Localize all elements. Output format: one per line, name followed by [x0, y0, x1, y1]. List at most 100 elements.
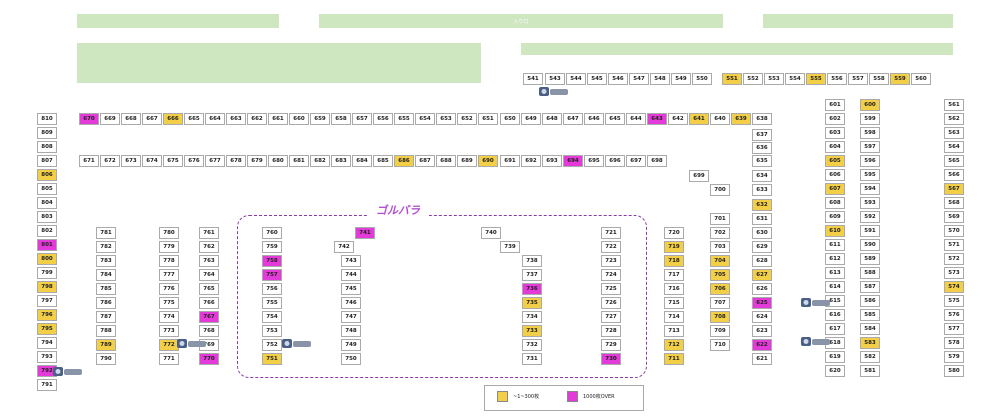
- store-cell-740[interactable]: 740: [481, 227, 501, 239]
- store-cell-798[interactable]: 798: [37, 281, 57, 293]
- store-cell-738[interactable]: 738: [522, 255, 542, 267]
- store-cell-697[interactable]: 697: [626, 155, 646, 167]
- store-cell-795[interactable]: 795: [37, 323, 57, 335]
- store-cell-699[interactable]: 699: [689, 170, 709, 182]
- store-cell-685[interactable]: 685: [373, 155, 393, 167]
- store-cell-585[interactable]: 585: [860, 309, 880, 321]
- store-cell-763[interactable]: 763: [199, 255, 219, 267]
- store-cell-810[interactable]: 810: [37, 113, 57, 125]
- store-cell-714[interactable]: 714: [664, 311, 684, 323]
- store-cell-597[interactable]: 597: [860, 141, 880, 153]
- store-cell-584[interactable]: 584: [860, 323, 880, 335]
- store-cell-677[interactable]: 677: [205, 155, 225, 167]
- store-cell-794[interactable]: 794: [37, 337, 57, 349]
- store-cell-608[interactable]: 608: [825, 197, 845, 209]
- store-cell-635[interactable]: 635: [752, 155, 772, 167]
- store-cell-796[interactable]: 796: [37, 309, 57, 321]
- store-cell-745[interactable]: 745: [341, 283, 361, 295]
- store-cell-801[interactable]: 801: [37, 239, 57, 251]
- store-cell-690[interactable]: 690: [478, 155, 498, 167]
- store-cell-559[interactable]: 559: [890, 73, 910, 85]
- store-cell-718[interactable]: 718: [664, 255, 684, 267]
- store-cell-753[interactable]: 753: [262, 325, 282, 337]
- store-cell-619[interactable]: 619: [825, 351, 845, 363]
- store-cell-735[interactable]: 735: [522, 297, 542, 309]
- store-cell-565[interactable]: 565: [944, 155, 964, 167]
- store-cell-570[interactable]: 570: [944, 225, 964, 237]
- store-cell-781[interactable]: 781: [96, 227, 116, 239]
- store-cell-568[interactable]: 568: [944, 197, 964, 209]
- store-cell-737[interactable]: 737: [522, 269, 542, 281]
- store-cell-747[interactable]: 747: [341, 311, 361, 323]
- store-cell-548[interactable]: 548: [650, 73, 670, 85]
- store-cell-577[interactable]: 577: [944, 323, 964, 335]
- store-cell-671[interactable]: 671: [79, 155, 99, 167]
- store-cell-758[interactable]: 758: [262, 255, 282, 267]
- store-cell-581[interactable]: 581: [860, 365, 880, 377]
- store-cell-633[interactable]: 633: [752, 184, 772, 196]
- store-cell-572[interactable]: 572: [944, 253, 964, 265]
- store-cell-637[interactable]: 637: [752, 129, 772, 141]
- store-cell-760[interactable]: 760: [262, 227, 282, 239]
- store-cell-726[interactable]: 726: [601, 297, 621, 309]
- store-cell-710[interactable]: 710: [710, 339, 730, 351]
- store-cell-732[interactable]: 732: [522, 339, 542, 351]
- camera-icon[interactable]: [800, 334, 832, 348]
- store-cell-717[interactable]: 717: [664, 269, 684, 281]
- store-cell-771[interactable]: 771: [159, 353, 179, 365]
- store-cell-578[interactable]: 578: [944, 337, 964, 349]
- store-cell-805[interactable]: 805: [37, 183, 57, 195]
- store-cell-545[interactable]: 545: [587, 73, 607, 85]
- store-cell-775[interactable]: 775: [159, 297, 179, 309]
- camera-icon[interactable]: [800, 295, 832, 309]
- store-cell-595[interactable]: 595: [860, 169, 880, 181]
- store-cell-764[interactable]: 764: [199, 269, 219, 281]
- store-cell-567[interactable]: 567: [944, 183, 964, 195]
- store-cell-617[interactable]: 617: [825, 323, 845, 335]
- store-cell-741[interactable]: 741: [355, 227, 375, 239]
- store-cell-551[interactable]: 551: [722, 73, 742, 85]
- store-cell-679[interactable]: 679: [247, 155, 267, 167]
- store-cell-594[interactable]: 594: [860, 183, 880, 195]
- store-cell-746[interactable]: 746: [341, 297, 361, 309]
- store-cell-645[interactable]: 645: [605, 113, 625, 125]
- store-cell-673[interactable]: 673: [121, 155, 141, 167]
- store-cell-694[interactable]: 694: [563, 155, 583, 167]
- camera-icon[interactable]: [281, 336, 313, 350]
- store-cell-628[interactable]: 628: [752, 255, 772, 267]
- store-cell-614[interactable]: 614: [825, 281, 845, 293]
- store-cell-785[interactable]: 785: [96, 283, 116, 295]
- store-cell-765[interactable]: 765: [199, 283, 219, 295]
- store-cell-600[interactable]: 600: [860, 99, 880, 111]
- store-cell-652[interactable]: 652: [457, 113, 477, 125]
- store-cell-582[interactable]: 582: [860, 351, 880, 363]
- store-cell-625[interactable]: 625: [752, 297, 772, 309]
- store-cell-544[interactable]: 544: [566, 73, 586, 85]
- store-cell-549[interactable]: 549: [671, 73, 691, 85]
- store-cell-620[interactable]: 620: [825, 365, 845, 377]
- store-cell-593[interactable]: 593: [860, 197, 880, 209]
- store-cell-684[interactable]: 684: [352, 155, 372, 167]
- store-cell-669[interactable]: 669: [100, 113, 120, 125]
- store-cell-728[interactable]: 728: [601, 325, 621, 337]
- store-cell-743[interactable]: 743: [341, 255, 361, 267]
- store-cell-705[interactable]: 705: [710, 269, 730, 281]
- store-cell-650[interactable]: 650: [500, 113, 520, 125]
- store-cell-665[interactable]: 665: [184, 113, 204, 125]
- store-cell-707[interactable]: 707: [710, 297, 730, 309]
- store-cell-579[interactable]: 579: [944, 351, 964, 363]
- store-cell-642[interactable]: 642: [668, 113, 688, 125]
- store-cell-800[interactable]: 800: [37, 253, 57, 265]
- store-cell-543[interactable]: 543: [545, 73, 565, 85]
- store-cell-711[interactable]: 711: [664, 353, 684, 365]
- store-cell-606[interactable]: 606: [825, 169, 845, 181]
- store-cell-674[interactable]: 674: [142, 155, 162, 167]
- store-cell-691[interactable]: 691: [500, 155, 520, 167]
- store-cell-748[interactable]: 748: [341, 325, 361, 337]
- store-cell-649[interactable]: 649: [521, 113, 541, 125]
- store-cell-755[interactable]: 755: [262, 297, 282, 309]
- store-cell-734[interactable]: 734: [522, 311, 542, 323]
- store-cell-693[interactable]: 693: [542, 155, 562, 167]
- store-cell-683[interactable]: 683: [331, 155, 351, 167]
- store-cell-660[interactable]: 660: [289, 113, 309, 125]
